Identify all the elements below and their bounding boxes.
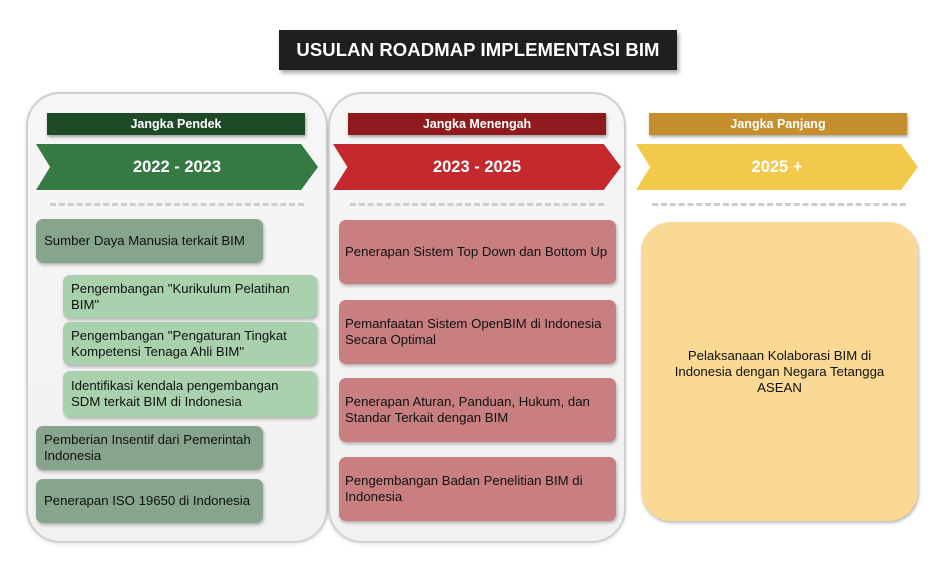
page-title: USULAN ROADMAP IMPLEMENTASI BIM xyxy=(279,30,677,70)
roadmap-item: Sumber Daya Manusia terkait BIM xyxy=(36,219,263,263)
roadmap-item: Pemberian Insentif dari Pemerintah Indon… xyxy=(36,426,263,470)
period-label-medium-term: Jangka Menengah xyxy=(348,113,606,135)
roadmap-item: Penerapan ISO 19650 di Indonesia xyxy=(36,479,263,523)
period-label-short-term: Jangka Pendek xyxy=(47,113,305,135)
divider xyxy=(652,203,906,206)
roadmap-item: Pengembangan Badan Penelitian BIM di Ind… xyxy=(339,457,616,521)
divider xyxy=(50,203,304,206)
roadmap-item: Pelaksanaan Kolaborasi BIM di Indonesia … xyxy=(641,222,918,521)
roadmap-item: Penerapan Aturan, Panduan, Hukum, dan St… xyxy=(339,378,616,442)
period-label-long-term: Jangka Panjang xyxy=(649,113,907,135)
roadmap-subitem: Pengembangan "Pengaturan Tingkat Kompete… xyxy=(63,322,317,365)
roadmap-subitem: Pengembangan "Kurikulum Pelatihan BIM" xyxy=(63,275,317,318)
roadmap-item: Penerapan Sistem Top Down dan Bottom Up xyxy=(339,220,616,284)
period-chevron-medium-term: 2023 - 2025 xyxy=(333,144,621,190)
period-chevron-short-term: 2022 - 2023 xyxy=(36,144,318,190)
period-chevron-long-term: 2025 + xyxy=(636,144,918,190)
roadmap-item: Pemanfaatan Sistem OpenBIM di Indonesia … xyxy=(339,300,616,364)
divider xyxy=(350,203,604,206)
roadmap-subitem: Identifikasi kendala pengembangan SDM te… xyxy=(63,371,317,417)
